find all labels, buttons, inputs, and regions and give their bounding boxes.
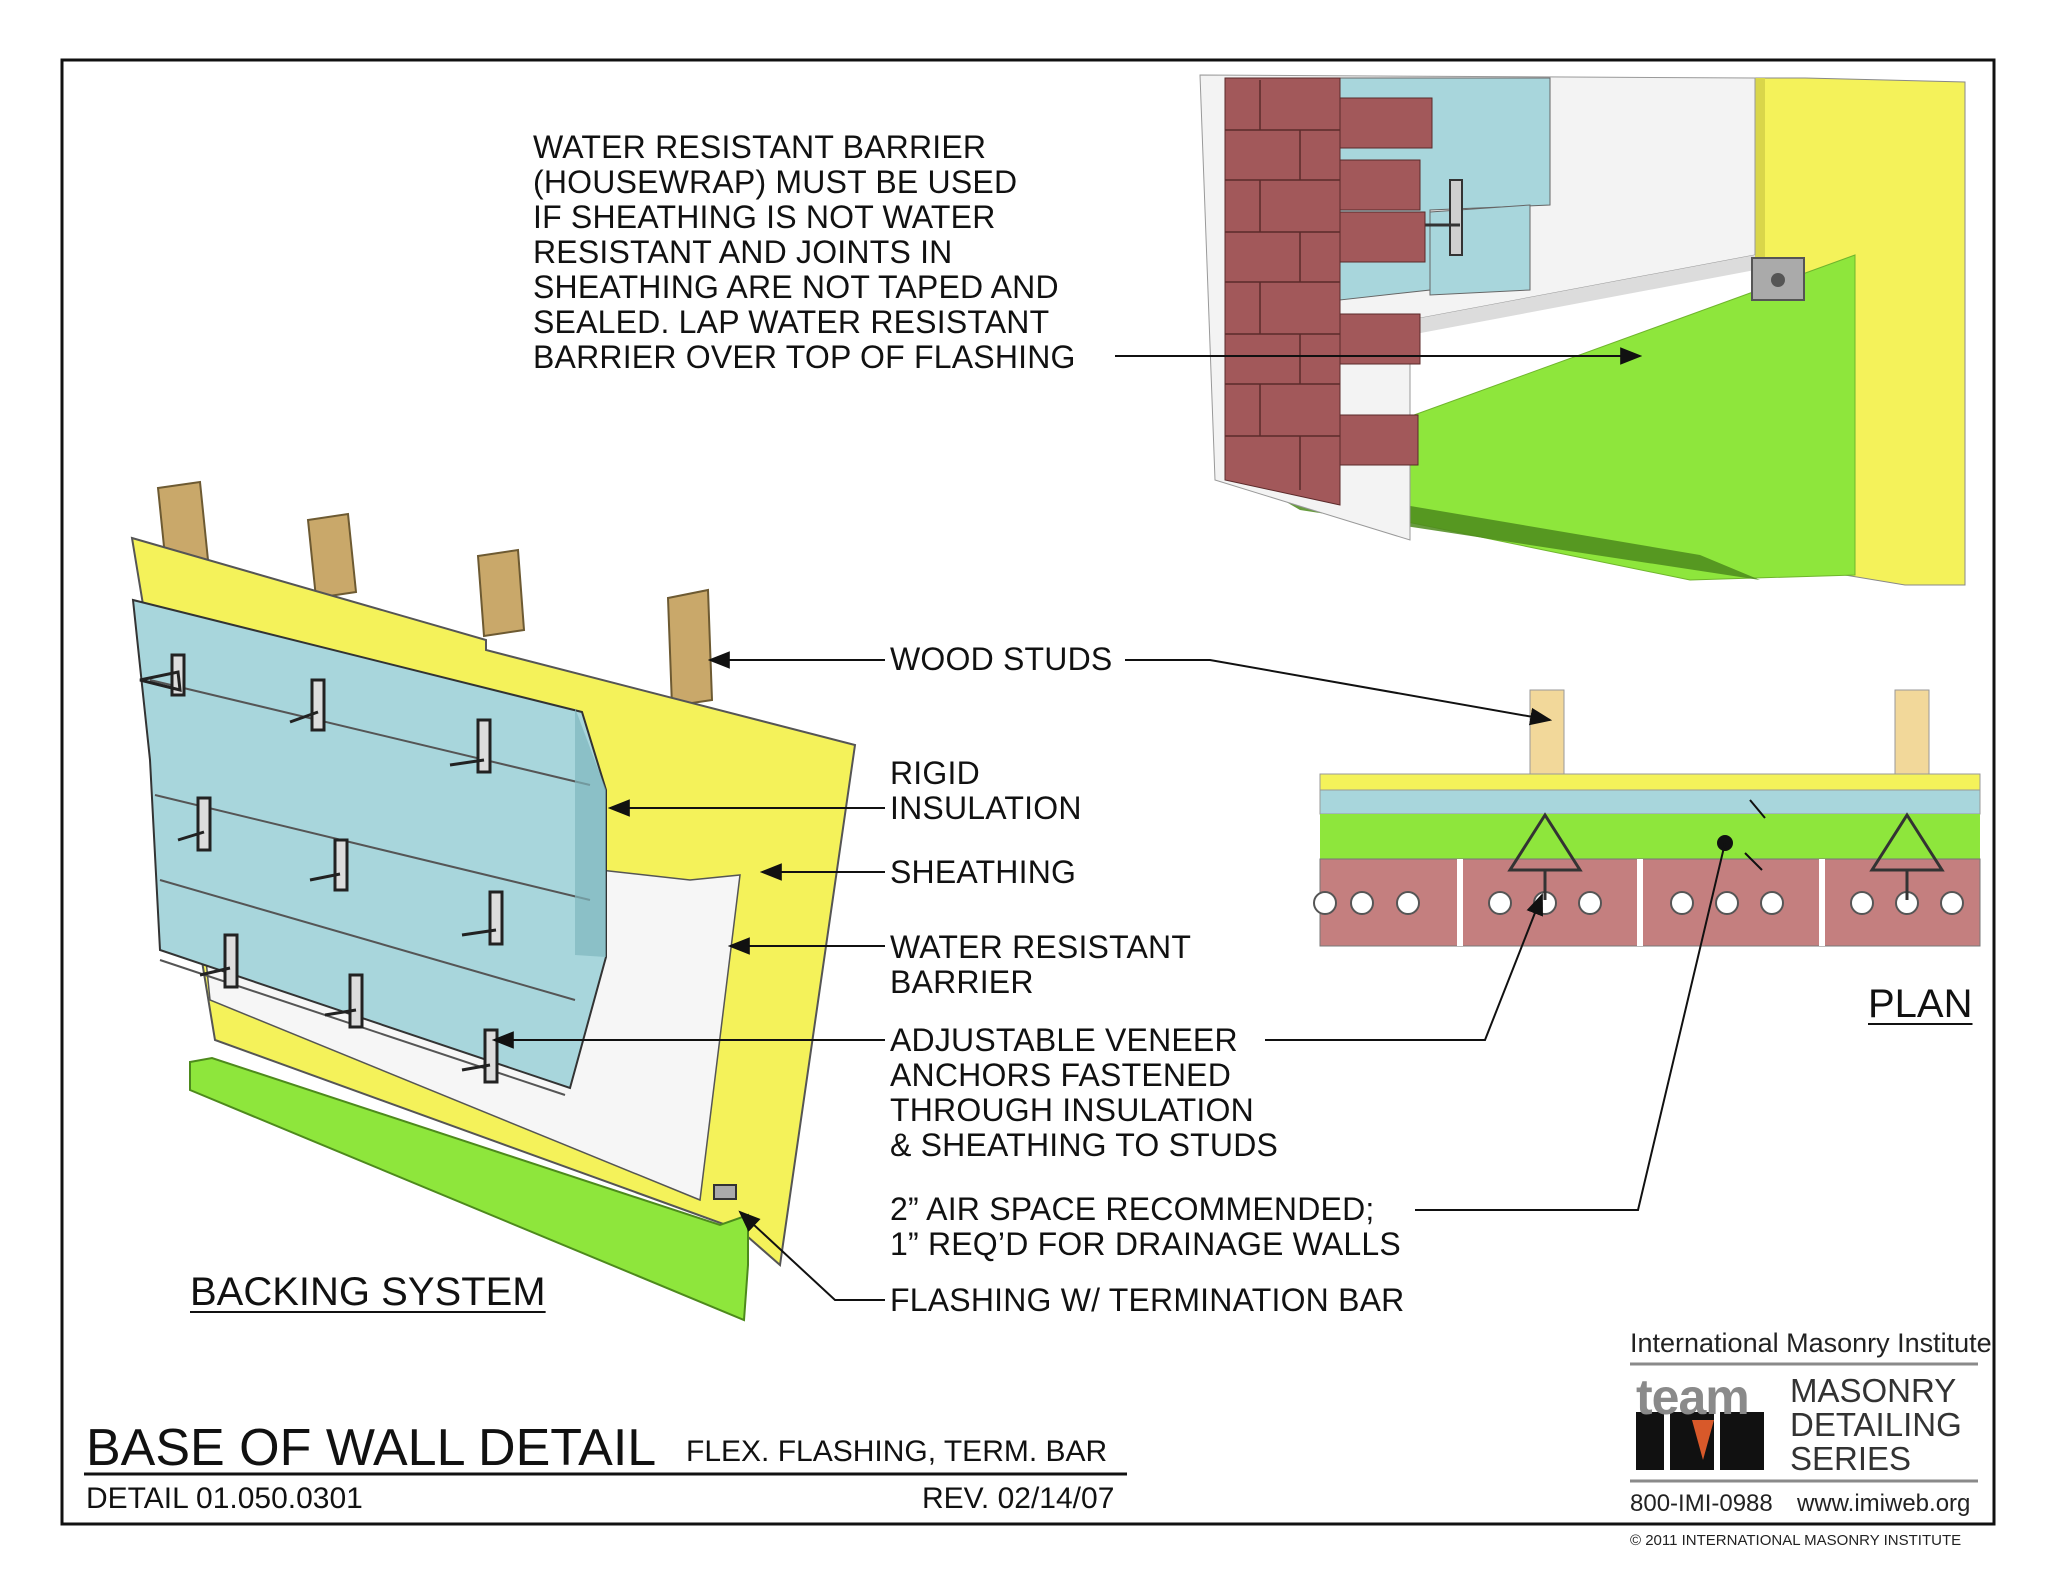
wrb-note-line: SHEATHING ARE NOT TAPED AND — [533, 269, 1059, 305]
backing-system-heading: BACKING SYSTEM — [190, 1270, 546, 1314]
organization-name: International Masonry Institute — [1630, 1328, 1992, 1358]
series-line: MASONRY — [1790, 1372, 1957, 1409]
veneer-anchors-label: ADJUSTABLE VENEER ANCHORS FASTENED THROU… — [890, 1023, 1278, 1163]
plan-insulation — [1319, 789, 1981, 815]
veneer-anchors-line: THROUGH INSULATION — [890, 1092, 1254, 1128]
imi-logo-graphic — [1630, 1362, 1978, 1483]
veneer-anchors-line: ADJUSTABLE VENEER — [890, 1022, 1238, 1058]
series-line: SERIES — [1790, 1440, 1912, 1477]
drawing-subtitle: FLEX. FLASHING, TERM. BAR — [686, 1435, 1108, 1468]
termination-bar — [713, 1184, 737, 1200]
air-space-label: 2” AIR SPACE RECOMMENDED; 1” REQ’D FOR D… — [890, 1192, 1401, 1262]
backing-system-drawing — [130, 480, 857, 1322]
flashing-panel — [189, 1056, 749, 1322]
plan-heading: PLAN — [1868, 982, 1973, 1026]
wrb-note-line: RESISTANT AND JOINTS IN — [533, 234, 953, 270]
copyright-notice: © 2011 INTERNATIONAL MASONRY INSTITUTE — [1630, 1532, 1962, 1549]
perspective-detail — [1199, 74, 1966, 586]
wrb-label-line: WATER RESISTANT — [890, 929, 1192, 965]
plan-view-drawing — [1313, 689, 1981, 947]
series-line: DETAILING — [1790, 1406, 1962, 1443]
veneer-anchors-line: & SHEATHING TO STUDS — [890, 1127, 1279, 1163]
revision-date: REV. 02/14/07 — [922, 1482, 1115, 1515]
plan-brick-cores — [1313, 891, 1964, 915]
veneer-anchors — [139, 653, 504, 1084]
rigid-insulation-label: RIGID INSULATION — [890, 756, 1082, 826]
plan-air-space — [1320, 814, 1980, 859]
sheathing-label: SHEATHING — [890, 854, 1077, 890]
wrb-note-line: WATER RESISTANT BARRIER — [533, 129, 987, 165]
wood-studs-perspective — [156, 480, 714, 708]
wrb-note-line: BARRIER OVER TOP OF FLASHING — [533, 339, 1076, 375]
phone-number: 800-IMI-0988 — [1630, 1490, 1773, 1517]
plan-stud-1 — [1529, 689, 1565, 775]
air-space-line: 1” REQ’D FOR DRAINAGE WALLS — [890, 1226, 1401, 1262]
brick-veneer-perspective — [1224, 77, 1433, 506]
plan-sheathing — [1319, 773, 1981, 791]
wrb-label-line: BARRIER — [890, 964, 1034, 1000]
flashing-label: FLASHING W/ TERMINATION BAR — [890, 1282, 1405, 1318]
air-space-dim — [1717, 799, 1766, 871]
air-space-line: 2” AIR SPACE RECOMMENDED; — [890, 1191, 1375, 1227]
sheet-border — [60, 58, 1996, 1526]
drawing-title: BASE OF WALL DETAIL — [86, 1419, 657, 1477]
plan-anchors — [1507, 812, 1945, 900]
water-resistant-barrier-label: WATER RESISTANT BARRIER — [890, 930, 1191, 1000]
website-link[interactable]: www.imiweb.org — [1797, 1490, 1971, 1517]
rigid-insulation-line: INSULATION — [890, 790, 1082, 826]
leader-lines — [491, 347, 1726, 1301]
rigid-insulation-line: RIGID — [890, 755, 980, 791]
wrb-note: WATER RESISTANT BARRIER (HOUSEWRAP) MUST… — [533, 130, 1076, 375]
detail-number: DETAIL 01.050.0301 — [86, 1482, 363, 1515]
plan-stud-2 — [1894, 689, 1930, 775]
wrb-note-line: IF SHEATHING IS NOT WATER — [533, 199, 996, 235]
team-wordmark: team — [1636, 1369, 1750, 1425]
series-name: MASONRY DETAILING SERIES — [1790, 1374, 1962, 1476]
veneer-anchors-line: ANCHORS FASTENED — [890, 1057, 1232, 1093]
wrb-note-line: (HOUSEWRAP) MUST BE USED — [533, 164, 1018, 200]
wood-studs-label: WOOD STUDS — [890, 641, 1113, 677]
wrb-note-line: SEALED. LAP WATER RESISTANT — [533, 304, 1050, 340]
